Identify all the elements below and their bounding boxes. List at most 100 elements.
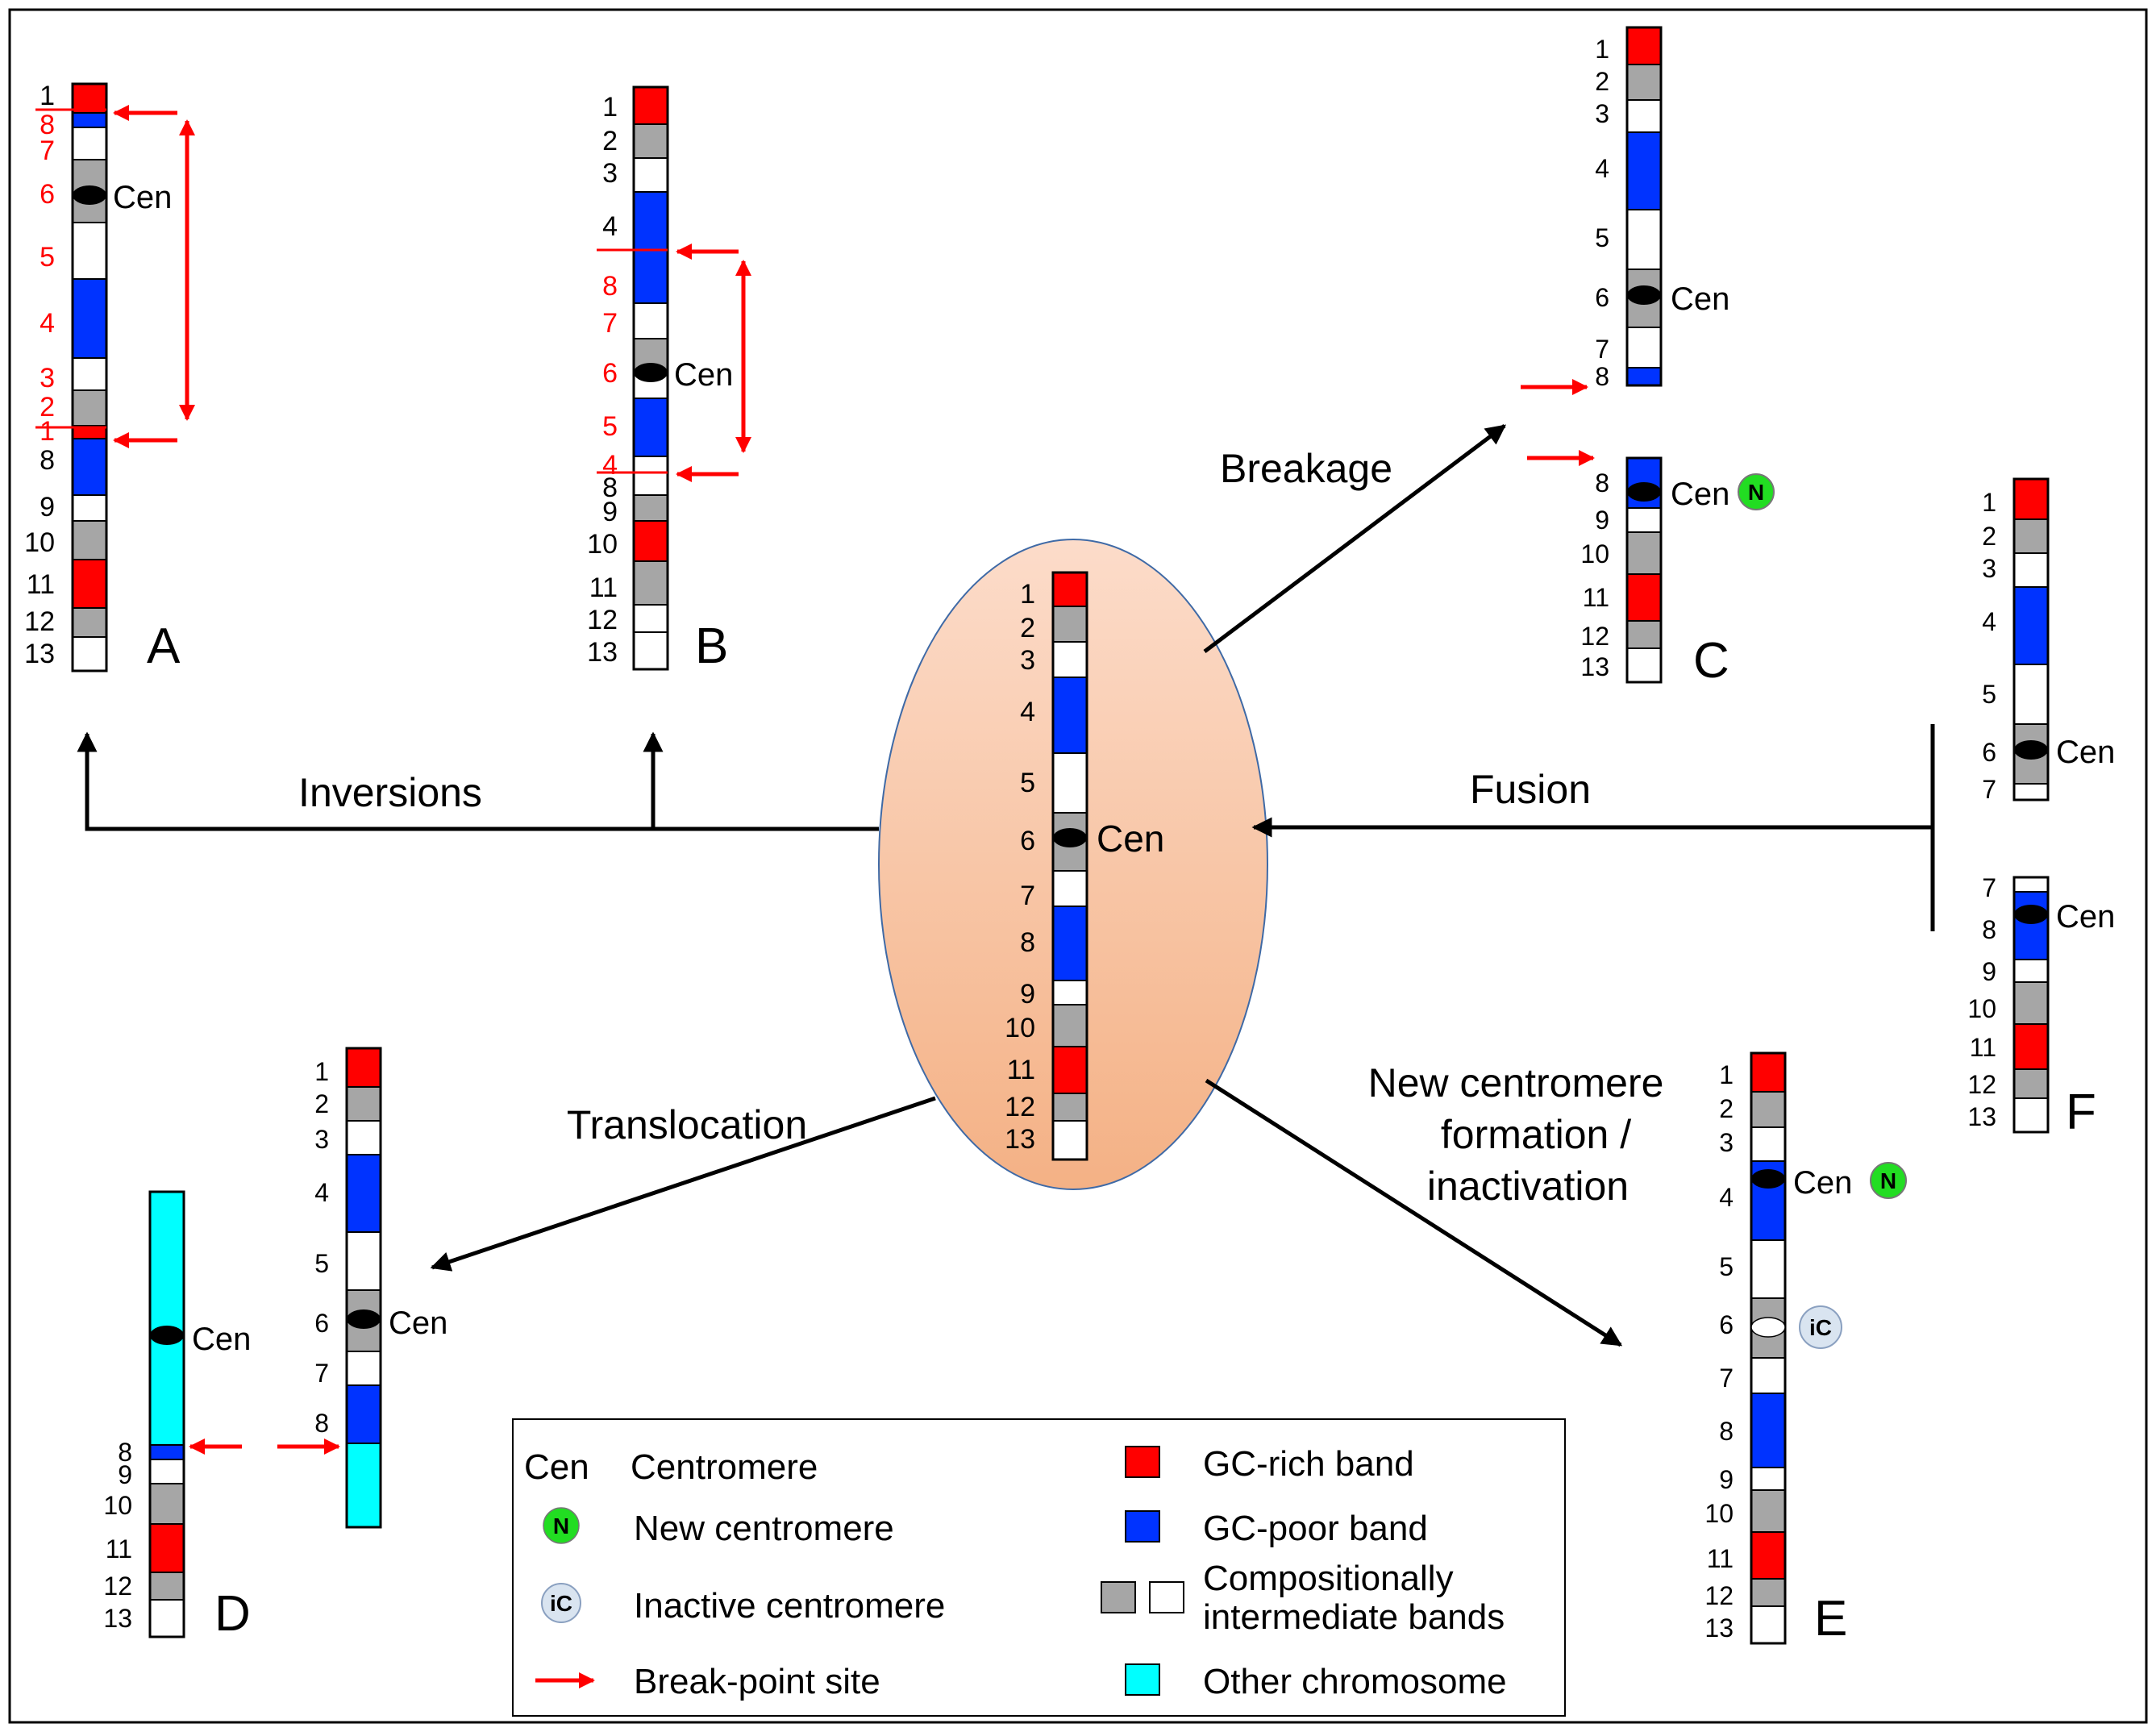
A-band-12: [72, 520, 107, 560]
F-top-band-7: [2013, 783, 2049, 801]
E-new-centromere-badge-circle: [1870, 1162, 1907, 1199]
F-bottom-outline: [2012, 876, 2050, 1134]
B-band-3: [633, 157, 668, 193]
D-left-label-13: 13: [103, 1604, 132, 1633]
panel-letter-F: F: [2066, 1085, 2096, 1140]
F-bottom-label-13: 13: [1967, 1102, 1996, 1131]
center-label-10: 10: [1005, 1013, 1035, 1043]
legend-gc-poor-swatch: [1125, 1510, 1160, 1543]
center-label-3: 3: [1020, 645, 1035, 676]
C-top-band-3: [1626, 99, 1662, 133]
E-label-4: 4: [1719, 1183, 1734, 1212]
legend-inactive-centromere-desc: Inactive centromere: [634, 1586, 945, 1626]
panel-letter-E: E: [1814, 1591, 1847, 1647]
D-right-label-8: 8: [314, 1409, 329, 1438]
E-band-1: [1750, 1052, 1786, 1093]
legend-intermediate-desc-line2: intermediate bands: [1203, 1597, 1505, 1637]
F-bottom-label-11: 11: [1970, 1033, 1996, 1062]
F-bottom-label-7: 7: [1982, 873, 1996, 902]
center-label-1: 1: [1020, 579, 1035, 610]
E-new-centromere-badge: N: [1870, 1162, 1907, 1199]
D-left-band-3: [149, 1459, 185, 1484]
E-band-7: [1750, 1357, 1786, 1394]
C-bottom-label-11: 11: [1583, 583, 1609, 612]
D-left-label-9: 9: [118, 1460, 132, 1489]
legend-gc-poor-desc: GC-poor band: [1203, 1509, 1428, 1548]
legend-cen-abbrev: Cen: [524, 1447, 589, 1487]
A-label-1: 1: [40, 81, 55, 111]
A-cen-label: Cen: [113, 180, 172, 215]
E-band-9: [1750, 1467, 1786, 1491]
center-label-13: 13: [1005, 1124, 1035, 1155]
translocation-label: Translocation: [567, 1102, 807, 1147]
A-label-8: 8: [40, 445, 55, 476]
new-centromere-label-line3: inactivation: [1427, 1164, 1629, 1209]
svg-text:N: N: [553, 1513, 569, 1538]
center-label-9: 9: [1020, 979, 1035, 1010]
panel-letter-C: C: [1693, 633, 1729, 689]
C-top-band-5: [1626, 209, 1662, 270]
E-label-10: 10: [1704, 1499, 1734, 1528]
F-bottom-label-12: 12: [1967, 1070, 1996, 1099]
center-label-11: 11: [1007, 1055, 1035, 1085]
E-label-3: 3: [1719, 1128, 1734, 1157]
C-top-label-6: 6: [1595, 283, 1609, 312]
F-bottom-centromere: [2014, 905, 2048, 924]
C-bottom-outline: [1625, 456, 1663, 684]
F-top-label-2: 2: [1982, 522, 1996, 551]
B-label-13: 13: [587, 637, 618, 668]
E-label-11: 11: [1707, 1544, 1734, 1573]
breakage-label: Breakage: [1220, 446, 1392, 491]
A-label-8: 8: [40, 110, 55, 140]
E-band-8: [1750, 1393, 1786, 1468]
center-band-9: [1052, 980, 1088, 1005]
D-left-centromere: [150, 1326, 184, 1345]
center-band-5: [1052, 752, 1088, 814]
center-band-10: [1052, 1004, 1088, 1047]
E-label-9: 9: [1719, 1465, 1734, 1494]
B-label-9: 9: [602, 497, 618, 527]
panel-letter-A: A: [147, 618, 181, 674]
B-cen-label: Cen: [674, 357, 733, 393]
center-band-2: [1052, 606, 1088, 643]
E-inactive-centromere-badge-symbol: iC: [1809, 1315, 1832, 1340]
center-label-2: 2: [1020, 613, 1035, 643]
D-left-label-11: 11: [106, 1534, 132, 1563]
E-label-13: 13: [1704, 1613, 1734, 1642]
C-bottom-band-4: [1626, 573, 1662, 622]
F-bottom-cen-label: Cen: [2056, 899, 2115, 935]
A-label-11: 11: [27, 569, 55, 600]
F-top-band-3: [2013, 552, 2049, 588]
F-bottom-band-6: [2013, 1068, 2049, 1099]
B-label-2: 2: [602, 126, 618, 156]
A-band-8: [72, 389, 107, 427]
F-top-centromere: [2014, 740, 2048, 760]
F-top-label-6: 6: [1982, 738, 1996, 767]
B-band-5: [633, 249, 668, 304]
C-top-band-1: [1626, 27, 1662, 65]
D-right-band-8: [346, 1384, 381, 1444]
B-band-10: [633, 456, 668, 496]
svg-text:iC: iC: [550, 1591, 572, 1616]
center-label-4: 4: [1020, 697, 1035, 727]
C-top-label-3: 3: [1595, 99, 1609, 128]
legend-gc-rich-desc: GC-rich band: [1203, 1444, 1414, 1484]
E-band-11: [1750, 1531, 1786, 1580]
center-label-7: 7: [1020, 881, 1035, 911]
E-band-12: [1750, 1578, 1786, 1607]
C-bottom-label-12: 12: [1580, 622, 1609, 651]
A-band-5: [72, 222, 107, 280]
D-right-label-3: 3: [314, 1125, 329, 1154]
D-left-label-10: 10: [103, 1491, 132, 1520]
new-centromere-label-line1: New centromere: [1368, 1060, 1664, 1105]
E-band-10: [1750, 1489, 1786, 1533]
C-top-label-4: 4: [1595, 154, 1609, 183]
B-band-9: [633, 398, 668, 457]
B-centromere: [634, 363, 668, 382]
F-top-label-4: 4: [1982, 607, 1996, 636]
D-left-band-7: [149, 1599, 185, 1638]
D-right-label-2: 2: [314, 1089, 329, 1118]
D-left-cen-label: Cen: [192, 1322, 251, 1357]
